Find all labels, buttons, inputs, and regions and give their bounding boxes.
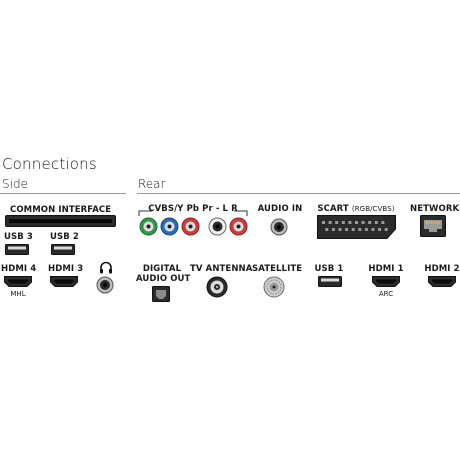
- rca-jack-icon: [160, 217, 179, 236]
- hdmi4-mhl-label: MHL: [10, 290, 26, 298]
- rca-jack-icon: [229, 217, 248, 236]
- rca-jack-icon: [139, 217, 158, 236]
- scart-pin: [328, 221, 332, 224]
- audio-in-jack-icon: [270, 218, 288, 236]
- hdmi1-arc-label: ARC: [378, 290, 394, 298]
- scart-pin: [341, 221, 345, 224]
- usb3-label: USB 3: [4, 232, 33, 242]
- usb-icon: [5, 244, 29, 255]
- digital-audio-out-line1: DIGITAL: [142, 264, 182, 274]
- scart-pin: [371, 228, 375, 231]
- section-rear: Rear: [138, 177, 166, 191]
- scart-pin: [351, 228, 355, 231]
- usb1-label: USB 1: [314, 264, 344, 274]
- satellite-label: SATELLITE: [252, 264, 303, 274]
- f-connector-icon: [263, 276, 285, 298]
- scart-icon: [317, 215, 396, 239]
- scart-pin: [355, 221, 358, 224]
- scart-sub-label: (RGB/CVBS): [351, 205, 395, 213]
- page-title: Connections: [2, 155, 97, 173]
- hdmi3-label: HDMI 3: [48, 264, 84, 274]
- side-divider: [0, 193, 126, 194]
- network-label: NETWORK: [410, 204, 460, 214]
- headphone-jack-icon: [96, 276, 114, 294]
- cvbs-bracket: [138, 209, 248, 217]
- section-side: Side: [2, 177, 28, 191]
- scart-pin: [374, 221, 378, 224]
- scart-pin: [335, 221, 339, 224]
- scart-pin: [325, 228, 329, 231]
- audio-in-label: AUDIO IN: [257, 204, 303, 214]
- scart-pin: [368, 221, 372, 224]
- scart-main-label: SCART: [317, 204, 349, 214]
- rear-divider: [137, 193, 460, 194]
- scart-pin: [378, 228, 382, 231]
- usb2-label: USB 2: [50, 232, 79, 242]
- digital-audio-out-label: DIGITAL AUDIO OUT: [136, 264, 191, 284]
- ci-slot-icon: [5, 215, 116, 227]
- scart-pin: [338, 228, 342, 231]
- scart-pin: [384, 228, 388, 231]
- usb-icon: [318, 276, 342, 287]
- digital-audio-out-line2: AUDIO OUT: [136, 274, 191, 284]
- rca-jack-icon: [181, 217, 200, 236]
- scart-label: SCART (RGB/CVBS): [316, 204, 396, 214]
- optical-port-icon: [152, 286, 170, 302]
- usb-icon: [51, 244, 75, 255]
- headphone-icon: [99, 261, 113, 274]
- hdmi2-label: HDMI 2: [424, 264, 460, 274]
- coax-icon: [206, 276, 228, 298]
- scart-pin: [331, 228, 335, 231]
- hdmi4-label: HDMI 4: [1, 264, 37, 274]
- hdmi1-label: HDMI 1: [368, 264, 404, 274]
- hdmi-icon: [50, 276, 78, 287]
- hdmi-icon: [372, 276, 400, 287]
- common-interface-label: COMMON INTERFACE: [10, 205, 112, 215]
- scart-pin: [381, 221, 385, 224]
- scart-pin: [345, 228, 349, 231]
- scart-pin: [364, 228, 368, 231]
- scart-pin: [358, 228, 362, 231]
- tv-antenna-label: TV ANTENNA: [190, 264, 253, 274]
- rca-jack-icon: [208, 217, 227, 236]
- hdmi-icon: [4, 276, 32, 287]
- scart-pin: [361, 221, 365, 224]
- ethernet-icon: [420, 215, 446, 237]
- scart-pin: [322, 221, 325, 224]
- hdmi-icon: [428, 276, 456, 287]
- cvbs-label: CVBS/Y Pb Pr - L R: [148, 204, 238, 214]
- scart-pin: [348, 221, 352, 224]
